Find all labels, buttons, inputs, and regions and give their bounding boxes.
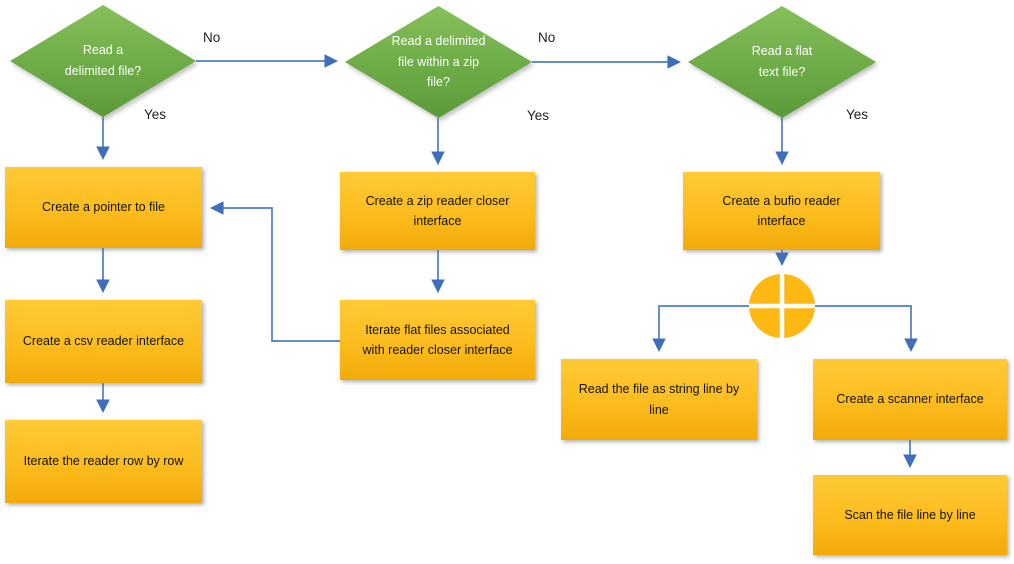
- edge-label-no-2: No: [538, 30, 556, 45]
- decision-read-delimited-file: Read a delimited file?: [10, 5, 196, 117]
- process-label: Iterate the reader row by row: [23, 454, 184, 469]
- edge-label-yes-1: Yes: [144, 107, 167, 122]
- edge-label-yes-2: Yes: [527, 108, 550, 123]
- edge-label-yes-3: Yes: [846, 107, 869, 122]
- process-create-csv-reader-interface: Create a csv reader interface: [5, 300, 202, 383]
- connector-p5-p1: [209, 201, 340, 342]
- decision-label: Read a delimited file?: [64, 43, 142, 78]
- process-iterate-flat-files: Iterate flat files associated with reade…: [340, 300, 535, 380]
- process-label: Create a pointer to file: [42, 200, 165, 215]
- process-create-pointer-to-file: Create a pointer to file: [5, 167, 202, 248]
- or-junction-cross: [749, 274, 815, 338]
- process-label: Create a scanner interface: [836, 392, 984, 407]
- decision-label: Read a delimited file within a zip file?: [391, 34, 486, 90]
- process-label: Create a zip reader closer interface: [365, 193, 510, 228]
- process-label: Read the file as string line by line: [578, 382, 740, 417]
- process-read-file-as-string: Read the file as string line by line: [561, 359, 757, 440]
- process-label: Create a bufio reader interface: [722, 193, 841, 228]
- decision-label: Read a flat text file?: [751, 44, 813, 79]
- or-junction-icon: [749, 274, 815, 338]
- process-create-zip-reader-closer-interface: Create a zip reader closer interface: [340, 172, 535, 250]
- edge-label-no-1: No: [203, 30, 221, 45]
- process-scan-file-line-by-line: Scan the file line by line: [813, 475, 1007, 555]
- connector-junction-p7: [652, 305, 749, 353]
- process-iterate-reader-row-by-row: Iterate the reader row by row: [5, 420, 202, 503]
- process-create-bufio-reader-interface: Create a bufio reader interface: [683, 172, 880, 250]
- process-create-scanner-interface: Create a scanner interface: [813, 359, 1007, 440]
- process-label: Create a csv reader interface: [22, 334, 185, 349]
- decision-read-flat-text-file: Read a flat text file?: [688, 6, 876, 118]
- connector-junction-p8: [815, 305, 918, 353]
- process-label: Iterate flat files associated with reade…: [362, 322, 513, 357]
- decision-read-delimited-zip-file: Read a delimited file within a zip file?: [345, 6, 532, 118]
- process-label: Scan the file line by line: [844, 507, 976, 522]
